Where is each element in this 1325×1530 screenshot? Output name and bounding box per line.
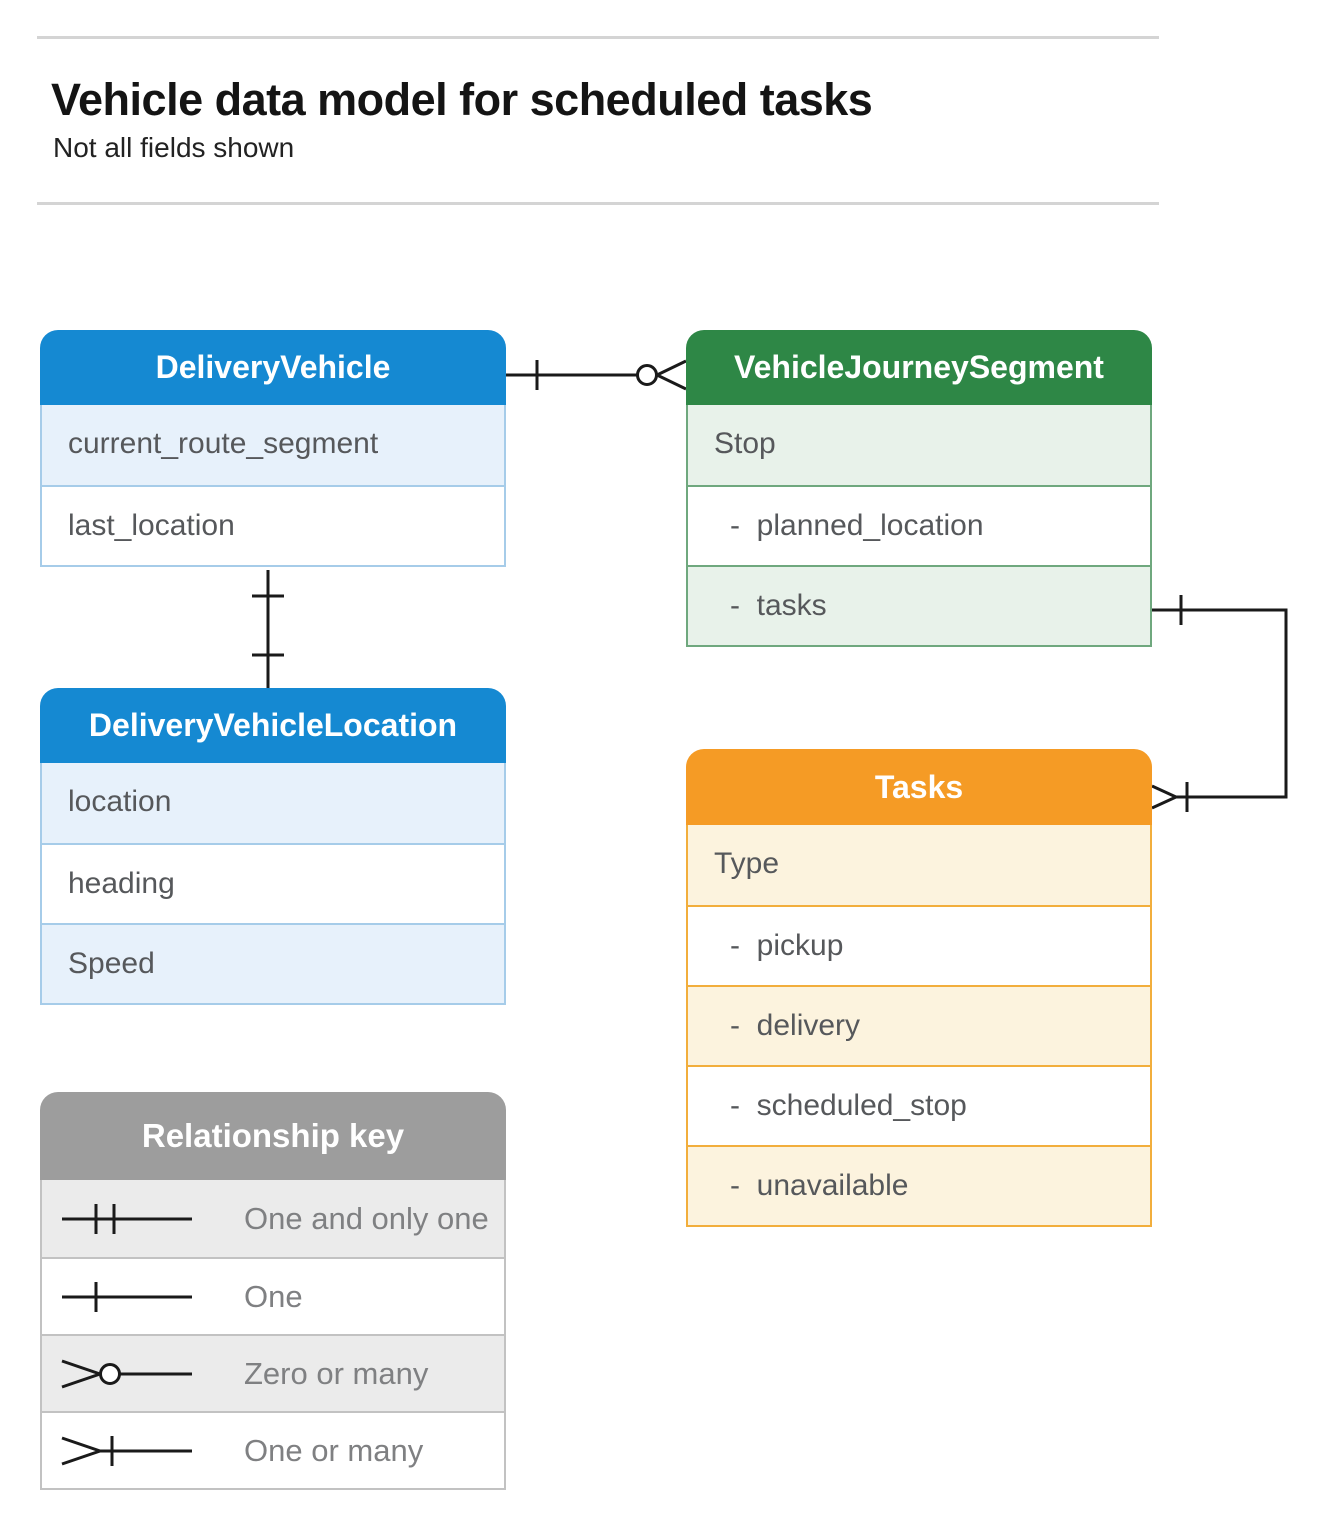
top-divider: [37, 36, 1159, 39]
legend-label: One or many: [244, 1432, 424, 1468]
legend-label: One: [244, 1278, 303, 1314]
page-title: Vehicle data model for scheduled tasks: [51, 74, 873, 125]
connector-vjs-tasks-line: [1152, 608, 1288, 799]
header-divider: [37, 202, 1159, 205]
zero-or-many-icon: [61, 1359, 192, 1388]
entity-title: Tasks: [686, 749, 1152, 825]
field-row: - unavailable: [688, 1145, 1150, 1225]
field-row: - tasks: [688, 565, 1150, 645]
field-row: heading: [42, 843, 504, 923]
entity-vehicle-journey-segment: VehicleJourneySegment Stop - planned_loc…: [686, 330, 1152, 647]
one-icon: [62, 1281, 192, 1312]
entity-tasks: Tasks Type - pickup - delivery - schedul…: [686, 749, 1152, 1227]
legend-label: Zero or many: [244, 1355, 429, 1391]
entity-delivery-vehicle-location: DeliveryVehicleLocation location heading…: [40, 688, 506, 1005]
field-row: - planned_location: [688, 485, 1150, 565]
field-row: Stop: [688, 405, 1150, 485]
field-row: last_location: [42, 485, 504, 565]
field-row: - scheduled_stop: [688, 1065, 1150, 1145]
legend-relationship-key: Relationship key One and only one One: [40, 1092, 506, 1490]
field-row: location: [42, 763, 504, 843]
crow-foot: [1151, 784, 1177, 810]
one-or-many-icon: [61, 1435, 192, 1466]
zero-circle: [636, 364, 658, 386]
legend-item: One or many: [42, 1411, 504, 1488]
field-row: current_route_segment: [42, 405, 504, 485]
field-row: Speed: [42, 923, 504, 1003]
legend-label: One and only one: [244, 1200, 489, 1236]
entity-title: VehicleJourneySegment: [686, 330, 1152, 405]
page-subtitle: Not all fields shown: [53, 132, 295, 163]
legend-item: Zero or many: [42, 1334, 504, 1411]
entity-title: DeliveryVehicleLocation: [40, 688, 506, 763]
entity-title: DeliveryVehicle: [40, 330, 506, 405]
field-row: - pickup: [688, 905, 1150, 985]
legend-title: Relationship key: [40, 1092, 506, 1180]
legend-item: One: [42, 1257, 504, 1334]
entity-delivery-vehicle: DeliveryVehicle current_route_segment la…: [40, 330, 506, 567]
field-row: - delivery: [688, 985, 1150, 1065]
one-and-only-one-icon: [62, 1203, 192, 1234]
crow-foot: [656, 359, 687, 391]
field-row: Type: [688, 825, 1150, 905]
legend-item: One and only one: [42, 1180, 504, 1257]
